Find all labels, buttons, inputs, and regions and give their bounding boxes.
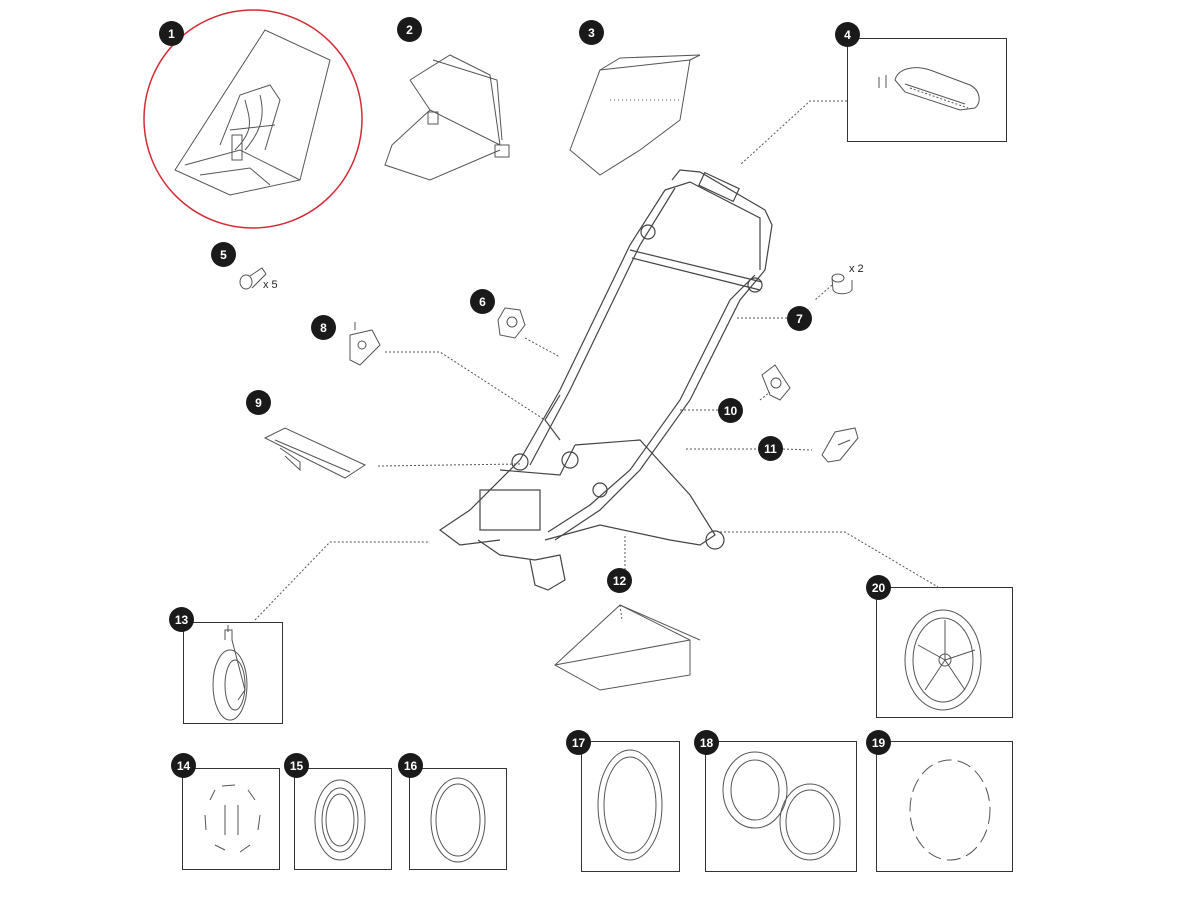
part-2-canopy-frame-illustration[interactable] (384, 54, 510, 181)
part-8-bracket-illustration[interactable] (349, 322, 381, 366)
part-badge-8[interactable]: 8 (311, 315, 336, 340)
stroller-frame-illustration (438, 169, 773, 591)
part-16-tube-illustration[interactable] (430, 777, 486, 863)
part-badge-4[interactable]: 4 (835, 22, 860, 47)
part-13-box[interactable] (183, 622, 283, 724)
leader-lines (254, 100, 939, 621)
part-4-box[interactable] (847, 38, 1007, 142)
part-badge-13[interactable]: 13 (169, 607, 194, 632)
part-badge-11[interactable]: 11 (758, 436, 783, 461)
part-badge-9[interactable]: 9 (246, 390, 271, 415)
part-10-fold-lock-illustration[interactable] (761, 364, 791, 401)
part-5-screw-illustration[interactable] (239, 267, 267, 290)
part-badge-2[interactable]: 2 (397, 17, 422, 42)
part-17-tire-illustration[interactable] (597, 749, 663, 861)
part-20-box[interactable] (876, 587, 1013, 718)
part-14-box[interactable] (182, 768, 280, 870)
part-18-box[interactable] (705, 741, 857, 872)
part-badge-7[interactable]: 7 (787, 306, 812, 331)
part-badge-6[interactable]: 6 (470, 289, 495, 314)
part-4-handlebar-grip-illustration[interactable] (878, 67, 980, 111)
part-14-spoke-reflectors-illustration[interactable] (204, 784, 261, 853)
highlight-circle (143, 9, 363, 229)
part-badge-1[interactable]: 1 (159, 21, 184, 46)
part-badge-14[interactable]: 14 (171, 753, 196, 778)
part-12-basket-illustration[interactable] (554, 604, 701, 691)
part-3-canopy-illustration[interactable] (569, 54, 701, 176)
part-18-tire-tube-set-illustration[interactable] (722, 751, 841, 861)
part-badge-19[interactable]: 19 (866, 730, 891, 755)
part-19-box[interactable] (876, 741, 1013, 872)
part-7-end-cap-illustration[interactable] (831, 273, 853, 295)
part-13-front-wheel-illustration[interactable] (212, 625, 248, 721)
part-7-quantity: x 2 (849, 263, 864, 275)
part-badge-5[interactable]: 5 (211, 242, 236, 267)
part-15-tire-illustration[interactable] (314, 779, 366, 861)
part-badge-15[interactable]: 15 (284, 753, 309, 778)
part-badge-17[interactable]: 17 (566, 730, 591, 755)
part-6-hub-illustration[interactable] (497, 307, 526, 339)
part-badge-18[interactable]: 18 (694, 730, 719, 755)
part-20-rear-wheel-illustration[interactable] (904, 609, 982, 711)
part-badge-16[interactable]: 16 (398, 753, 423, 778)
part-11-latch-illustration[interactable] (821, 427, 859, 463)
part-badge-10[interactable]: 10 (718, 398, 743, 423)
part-badge-12[interactable]: 12 (607, 568, 632, 593)
part-5-quantity: x 5 (263, 279, 278, 291)
part-badge-3[interactable]: 3 (579, 20, 604, 45)
part-16-box[interactable] (409, 768, 507, 870)
part-1-seat-insert-illustration[interactable] (174, 29, 331, 196)
part-badge-20[interactable]: 20 (866, 575, 891, 600)
part-19-rim-reflectors-illustration[interactable] (909, 759, 991, 861)
part-17-box[interactable] (581, 741, 680, 872)
part-9-plate-illustration[interactable] (263, 427, 367, 479)
part-15-box[interactable] (294, 768, 392, 870)
